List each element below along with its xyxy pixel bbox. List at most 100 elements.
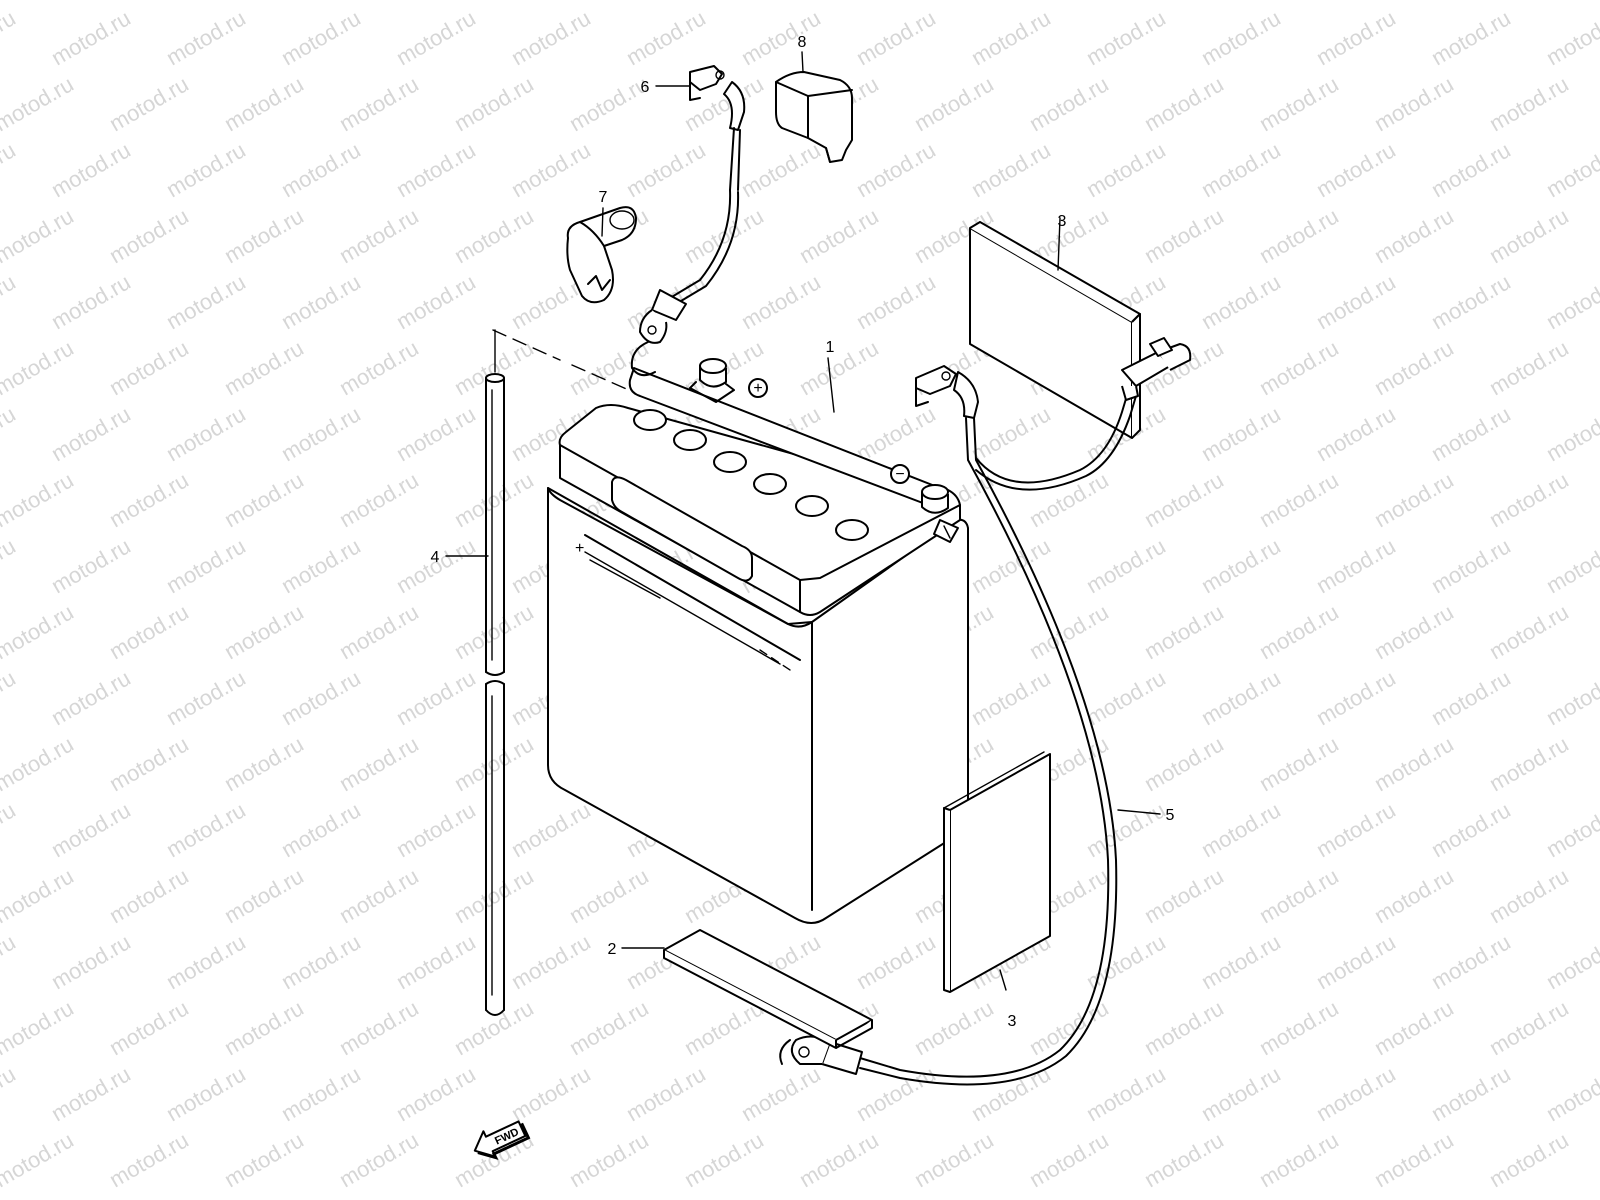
watermark-text: motod.ru xyxy=(277,929,365,994)
plus-mark: + xyxy=(748,378,768,398)
watermark-text: motod.ru xyxy=(1485,1127,1573,1192)
watermark-text: motod.ru xyxy=(1255,599,1343,664)
watermark-text: motod.ru xyxy=(622,1061,710,1126)
watermark-text: motod.ru xyxy=(162,269,250,334)
watermark-text: motod.ru xyxy=(47,5,135,70)
watermark-text: motod.ru xyxy=(967,137,1055,202)
watermark-text: motod.ru xyxy=(565,863,653,928)
callout-5: 5 xyxy=(1166,807,1175,824)
watermark-text: motod.ru xyxy=(565,71,653,136)
watermark-text: motod.ru xyxy=(852,137,940,202)
watermark-text: motod.ru xyxy=(0,929,20,994)
callout-3-lower: 3 xyxy=(1008,1013,1017,1030)
watermark-text: motod.ru xyxy=(1542,401,1600,466)
leader-lines xyxy=(445,51,1161,991)
watermark-text: motod.ru xyxy=(967,665,1055,730)
watermark-text: motod.ru xyxy=(1427,137,1515,202)
watermark-text: motod.ru xyxy=(1255,335,1343,400)
watermark-text: motod.ru xyxy=(105,731,193,796)
terminal-cover-cap xyxy=(775,71,853,163)
watermark-text: motod.ru xyxy=(507,797,595,862)
watermark-text: motod.ru xyxy=(220,467,308,532)
watermark-text: motod.ru xyxy=(1025,1127,1113,1192)
watermark-text: motod.ru xyxy=(1427,533,1515,598)
watermark-text: motod.ru xyxy=(852,269,940,334)
watermark-text: motod.ru xyxy=(0,1127,78,1192)
fwd-arrow: FWD xyxy=(473,1120,531,1160)
watermark-text: motod.ru xyxy=(277,401,365,466)
watermark-text: motod.ru xyxy=(1140,467,1228,532)
watermark-text: motod.ru xyxy=(392,1193,480,1200)
callout-3-upper: 3 xyxy=(1058,213,1067,230)
callout-6: 6 xyxy=(641,79,650,96)
watermark-text: motod.ru xyxy=(220,71,308,136)
watermark-text: motod.ru xyxy=(277,137,365,202)
watermark-text: motod.ru xyxy=(1485,203,1573,268)
watermark-text: motod.ru xyxy=(1542,533,1600,598)
battery-pad-front xyxy=(943,751,1051,993)
watermark-text: motod.ru xyxy=(1082,1193,1170,1200)
watermark-text: motod.ru xyxy=(910,71,998,136)
watermark-text: motod.ru xyxy=(162,665,250,730)
watermark-text: motod.ru xyxy=(1427,929,1515,994)
watermark-text: motod.ru xyxy=(105,335,193,400)
watermark-text: motod.ru xyxy=(1197,665,1285,730)
watermark-text: motod.ru xyxy=(1485,71,1573,136)
watermark-text: motod.ru xyxy=(565,1127,653,1192)
watermark-text: motod.ru xyxy=(1025,0,1113,4)
watermark-text: motod.ru xyxy=(1197,5,1285,70)
watermark-text: motod.ru xyxy=(1427,1193,1515,1200)
watermark-text: motod.ru xyxy=(910,1127,998,1192)
watermark-text: motod.ru xyxy=(737,1193,825,1200)
watermark-text: motod.ru xyxy=(1140,995,1228,1060)
watermark-text: motod.ru xyxy=(450,203,538,268)
watermark-text: motod.ru xyxy=(1197,401,1285,466)
watermark-text: motod.ru xyxy=(622,1193,710,1200)
watermark-text: motod.ru xyxy=(1312,665,1400,730)
watermark-text: motod.ru xyxy=(1312,533,1400,598)
svg-text:+: + xyxy=(753,380,762,397)
watermark-text: motod.ru xyxy=(392,665,480,730)
callout-1: 1 xyxy=(826,339,835,356)
watermark-text: motod.ru xyxy=(1312,401,1400,466)
watermark-text: motod.ru xyxy=(1255,467,1343,532)
watermark-text: motod.ru xyxy=(0,71,78,136)
watermark-text: motod.ru xyxy=(1082,665,1170,730)
watermark-text: motod.ru xyxy=(105,1127,193,1192)
watermark-text: motod.ru xyxy=(1485,731,1573,796)
watermark-text: motod.ru xyxy=(47,137,135,202)
watermark-text: motod.ru xyxy=(1485,467,1573,532)
watermark-text: motod.ru xyxy=(220,731,308,796)
watermark-text: motod.ru xyxy=(335,0,423,4)
watermark-text: motod.ru xyxy=(507,1061,595,1126)
watermark-text: motod.ru xyxy=(1370,599,1458,664)
watermark-text: motod.ru xyxy=(335,731,423,796)
watermark-text: motod.ru xyxy=(1082,5,1170,70)
callout-7: 7 xyxy=(599,189,608,206)
watermark-text: motod.ru xyxy=(277,5,365,70)
watermark-text: motod.ru xyxy=(1197,929,1285,994)
watermark-text: motod.ru xyxy=(162,137,250,202)
svg-text:−: − xyxy=(895,466,904,483)
watermark-text: motod.ru xyxy=(795,335,883,400)
watermark-text: motod.ru xyxy=(1370,1127,1458,1192)
watermark-text: motod.ru xyxy=(392,269,480,334)
watermark-text: motod.ru xyxy=(335,863,423,928)
positive-terminal xyxy=(689,358,735,403)
watermark-text: motod.ru xyxy=(335,71,423,136)
watermark-text: motod.ru xyxy=(277,1193,365,1200)
callout-2: 2 xyxy=(608,941,617,958)
watermark-text: motod.ru xyxy=(967,401,1055,466)
watermark-text: motod.ru xyxy=(1370,995,1458,1060)
watermark-text: motod.ru xyxy=(1025,71,1113,136)
watermark-text: motod.ru xyxy=(1370,71,1458,136)
watermark-text: motod.ru xyxy=(1082,1061,1170,1126)
watermark-text: motod.ru xyxy=(277,1061,365,1126)
watermark-text: motod.ru xyxy=(47,1193,135,1200)
watermark-text: motod.ru xyxy=(1082,797,1170,862)
watermark-text: motod.ru xyxy=(0,797,20,862)
watermark-text: motod.ru xyxy=(1485,599,1573,664)
watermark-text: motod.ru xyxy=(392,1061,480,1126)
watermark-text: motod.ru xyxy=(1542,269,1600,334)
watermark-text: motod.ru xyxy=(737,269,825,334)
